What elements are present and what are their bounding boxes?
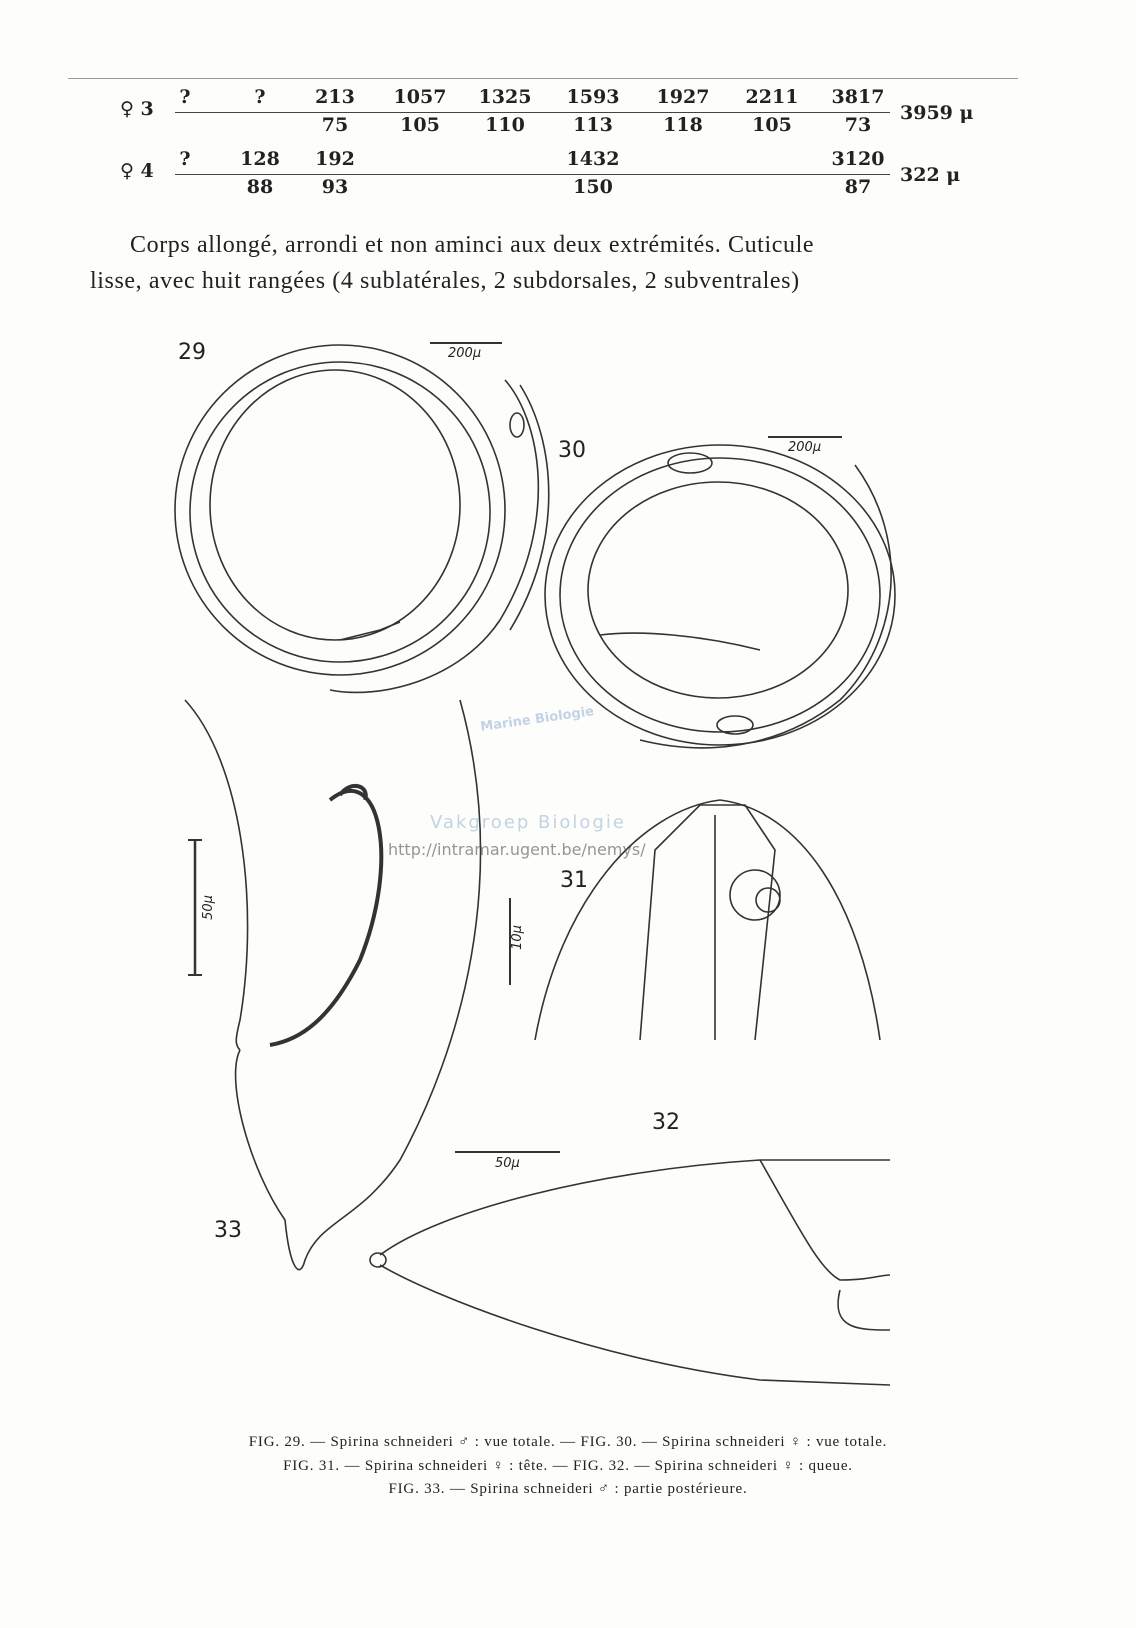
caption-line-1: FIG. 29. — Spirina schneideri ♂ : vue to… <box>248 1434 888 1450</box>
paragraph-line-1: Corps allongé, arrondi et non aminci aux… <box>130 232 815 258</box>
table-cell-bottom: 118 <box>663 114 703 136</box>
table-cell-bottom: 150 <box>573 176 613 198</box>
table-cell-top: 3120 <box>831 148 885 170</box>
table-cell-top: 192 <box>315 148 355 170</box>
fig32-scale-label: 50μ <box>495 1156 520 1171</box>
table-cell-bottom: 75 <box>321 114 349 136</box>
table-cell-top: 128 <box>240 148 280 170</box>
table-row-total: 322 μ <box>900 164 961 186</box>
paragraph-line-2: lisse, avec huit rangées (4 sublatérales… <box>90 268 800 294</box>
table-cell-top: 2211 <box>745 86 799 108</box>
table-cell-bottom: 105 <box>400 114 440 136</box>
fig29-worm-drawing <box>174 344 550 694</box>
fig31-head-drawing <box>534 799 881 1041</box>
fig29-label: 29 <box>178 340 206 365</box>
top-rule <box>68 78 1018 79</box>
table-cell-top: 1057 <box>393 86 447 108</box>
table-cell-top: 1593 <box>566 86 620 108</box>
table-row-label: ♀ 4 <box>120 160 154 182</box>
fig31-scale-label: 10μ <box>509 925 525 950</box>
table-cell-bottom: 113 <box>573 114 613 136</box>
table-row-total: 3959 μ <box>900 102 974 124</box>
table-cell-bottom: 87 <box>844 176 872 198</box>
fig33-drawing <box>184 699 511 1271</box>
table-cell-top: ? <box>254 86 266 108</box>
fig30-label: 30 <box>558 438 586 463</box>
fig33-scale-label: 50μ <box>200 895 216 920</box>
caption-line-2: FIG. 31. — Spirina schneideri ♀ : tête. … <box>283 1458 853 1474</box>
fraction-rule <box>175 112 890 113</box>
table-cell-top: 3817 <box>831 86 885 108</box>
table-cell-bottom: 73 <box>844 114 872 136</box>
table-row-label: ♀ 3 <box>120 98 154 120</box>
watermark-line-2: Vakgroep Biologie <box>430 812 626 833</box>
table-cell-bottom: 105 <box>752 114 792 136</box>
fig32-label: 32 <box>652 1110 680 1135</box>
fig31-label: 31 <box>560 868 588 893</box>
table-cell-bottom: 93 <box>321 176 349 198</box>
fig33-label: 33 <box>214 1218 242 1243</box>
table-cell-top: 1927 <box>656 86 710 108</box>
fraction-rule <box>175 174 890 175</box>
table-cell-top: 1325 <box>478 86 532 108</box>
table-cell-top: ? <box>179 86 191 108</box>
caption-line-3: FIG. 33. — Spirina schneideri ♂ : partie… <box>388 1481 748 1497</box>
fig30-worm-drawing <box>544 444 896 749</box>
watermark-url: http://intramar.ugent.be/nemys/ <box>388 840 646 859</box>
fig32-tail-drawing <box>369 1151 891 1386</box>
table-cell-top: 213 <box>315 86 355 108</box>
fig30-scale-label: 200μ <box>788 440 822 455</box>
table-cell-bottom: 88 <box>246 176 274 198</box>
fig29-scale-label: 200μ <box>448 346 482 361</box>
table-cell-top: 1432 <box>566 148 620 170</box>
table-cell-bottom: 110 <box>485 114 525 136</box>
table-cell-top: ? <box>179 148 191 170</box>
